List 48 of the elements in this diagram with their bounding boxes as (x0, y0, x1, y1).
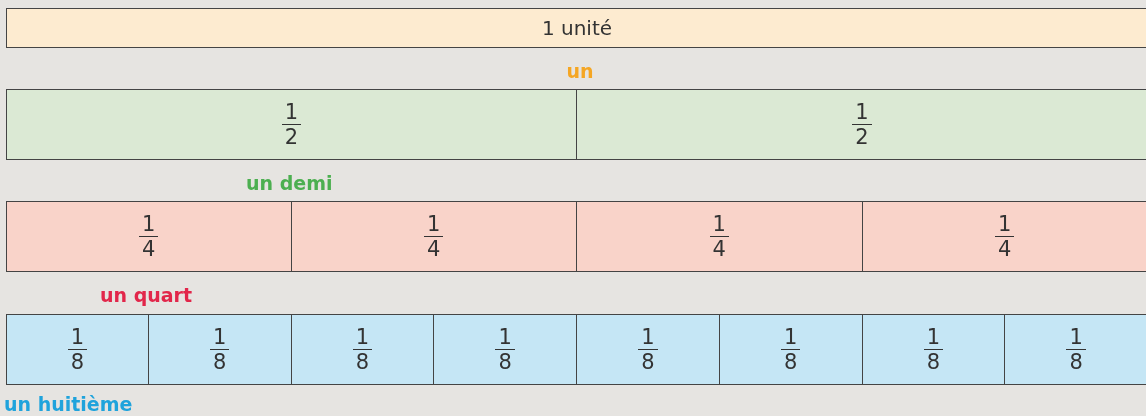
numerator: 1 (281, 100, 302, 125)
fraction-strip-cell (1004, 314, 1146, 385)
fraction-strip-cell (718, 314, 863, 385)
numerator: 1 (352, 325, 373, 350)
numerator: 1 (67, 325, 88, 350)
denominator: 8 (70, 350, 85, 374)
fraction-strip-cell (861, 201, 1146, 272)
fraction-name-label: un (566, 60, 594, 82)
fraction-name-label: un huitième (4, 393, 133, 415)
fraction-strip-cell (290, 314, 435, 385)
fraction-strip-cell (433, 314, 577, 385)
numerator: 1 (780, 325, 801, 350)
fraction-strip-cell (576, 314, 720, 385)
denominator: 8 (212, 350, 227, 374)
denominator: 4 (142, 237, 156, 261)
denominator: 2 (855, 125, 869, 149)
fraction-strip-cell (6, 89, 577, 160)
numerator: 1 (709, 212, 729, 237)
numerator: 1 (424, 212, 444, 237)
numerator: 1 (1066, 325, 1086, 350)
fraction-strip-cell (6, 8, 1146, 48)
unit-text: 1 unité (541, 16, 613, 40)
denominator: 4 (427, 237, 441, 261)
fraction-strip-cell (576, 201, 863, 272)
numerator: 1 (923, 325, 944, 350)
fraction-name-label: un demi (246, 172, 333, 194)
denominator: 8 (783, 350, 798, 374)
denominator: 4 (712, 237, 726, 261)
numerator: 1 (852, 100, 872, 125)
numerator: 1 (995, 212, 1015, 237)
denominator: 8 (498, 350, 512, 374)
denominator: 8 (1069, 350, 1083, 374)
numerator: 1 (139, 212, 159, 237)
fraction-strip-cell (6, 314, 149, 385)
fraction-strip-cell (290, 201, 577, 272)
denominator: 8 (355, 350, 370, 374)
denominator: 2 (284, 125, 299, 149)
fraction-name-label: un quart (100, 284, 193, 306)
fraction-strip-cell (147, 314, 292, 385)
fraction-strip-cell (861, 314, 1006, 385)
fraction-strip-cell (6, 201, 292, 272)
denominator: 8 (641, 350, 655, 374)
denominator: 8 (926, 350, 941, 374)
fraction-strip-cell (576, 89, 1146, 160)
numerator: 1 (495, 325, 515, 350)
numerator: 1 (209, 325, 230, 350)
denominator: 4 (998, 237, 1012, 261)
numerator: 1 (638, 325, 658, 350)
